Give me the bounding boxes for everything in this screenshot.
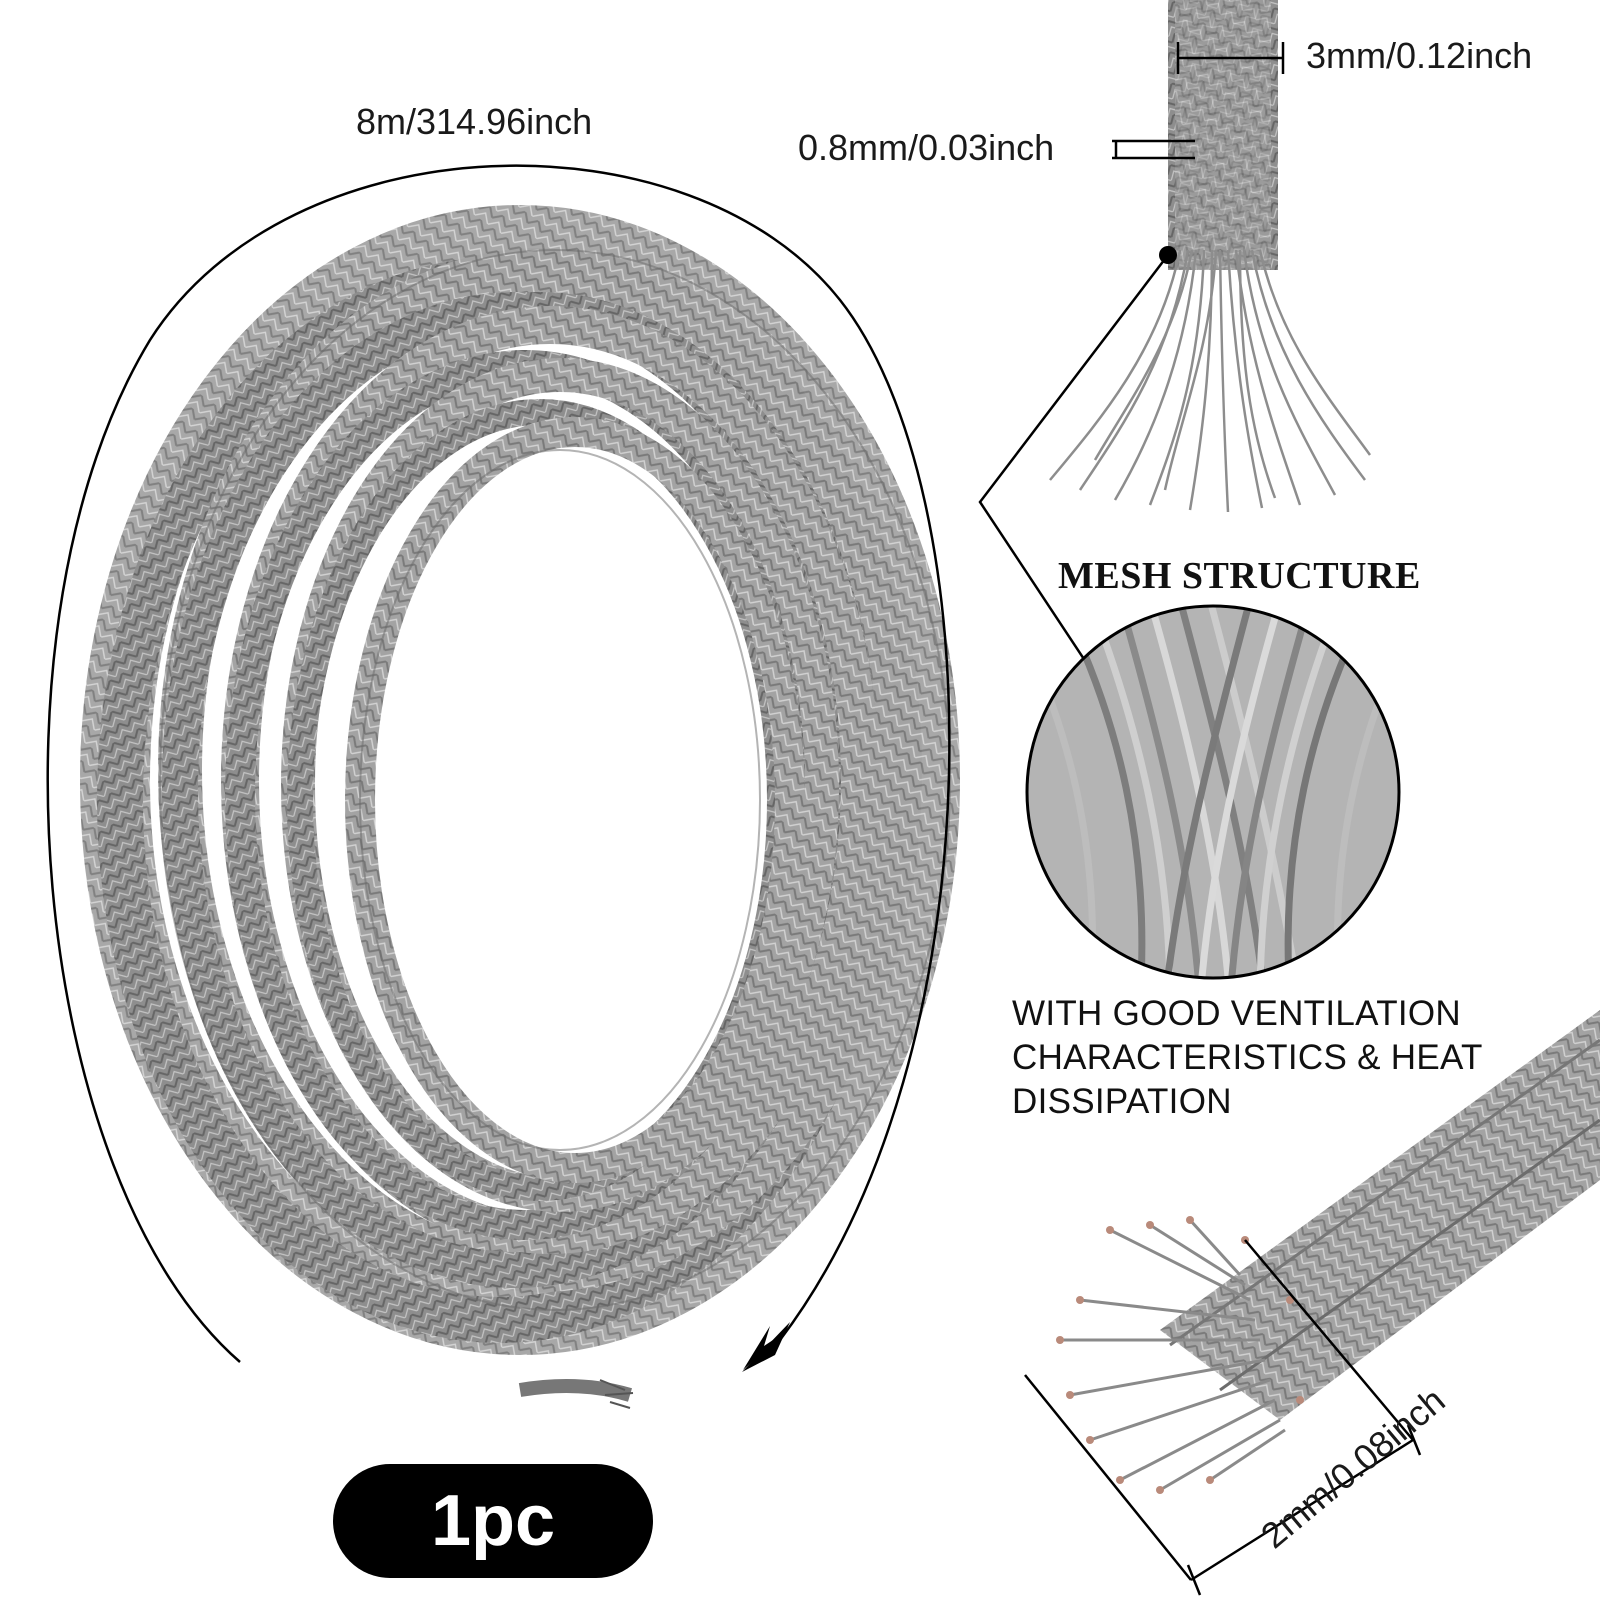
coil-length-label: 8m/314.96inch (356, 101, 593, 142)
ventilation-description: WITH GOOD VENTILATION CHARACTERISTICS & … (1012, 992, 1552, 1124)
wire-diameter-label: 0.8mm/0.03inch (798, 127, 1055, 168)
description-line: CHARACTERISTICS & HEAT (1012, 1038, 1483, 1077)
description-line: WITH GOOD VENTILATION (1012, 994, 1461, 1033)
wire-coil (80, 205, 960, 1409)
mesh-callout-lines (978, 246, 1177, 704)
quantity-badge-text: 1pc (430, 1481, 556, 1561)
mesh-structure-heading: MESH STRUCTURE (1058, 555, 1421, 597)
braid-strand-vertical (1049, 0, 1372, 513)
length-arrow (46, 164, 951, 1372)
quantity-badge: 1pc (333, 1464, 653, 1578)
braid-width-dimension (1176, 42, 1285, 74)
thickness-dimension (1024, 1239, 1422, 1596)
braid-width-label: 3mm/0.12inch (1306, 35, 1533, 76)
mesh-magnified-circle (1025, 604, 1401, 980)
description-line: DISSIPATION (1012, 1082, 1232, 1121)
wire-diameter-dimension (1112, 139, 1195, 160)
braid-strand-closeup (1056, 1010, 1600, 1494)
